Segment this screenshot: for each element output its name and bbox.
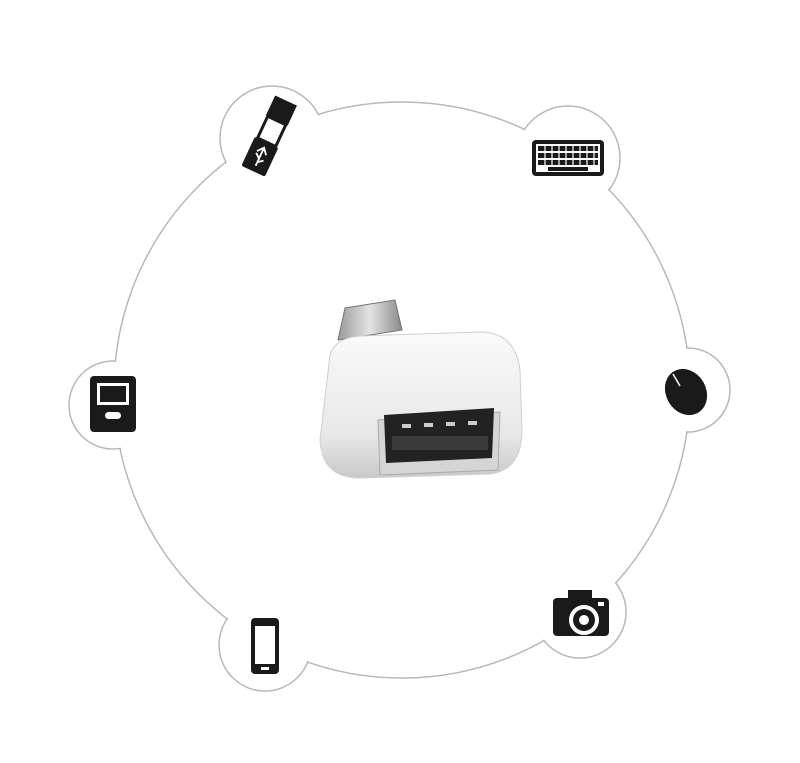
usb-flash-drive-icon bbox=[241, 95, 297, 177]
usb-a-port bbox=[384, 408, 494, 463]
mouse-icon bbox=[664, 368, 708, 416]
media-player-icon bbox=[90, 376, 136, 432]
camera-icon bbox=[553, 590, 609, 636]
smartphone-icon bbox=[251, 618, 279, 674]
micro-usb-plug bbox=[337, 299, 403, 341]
keyboard-icon bbox=[532, 140, 604, 176]
otg-adapter bbox=[319, 299, 523, 479]
